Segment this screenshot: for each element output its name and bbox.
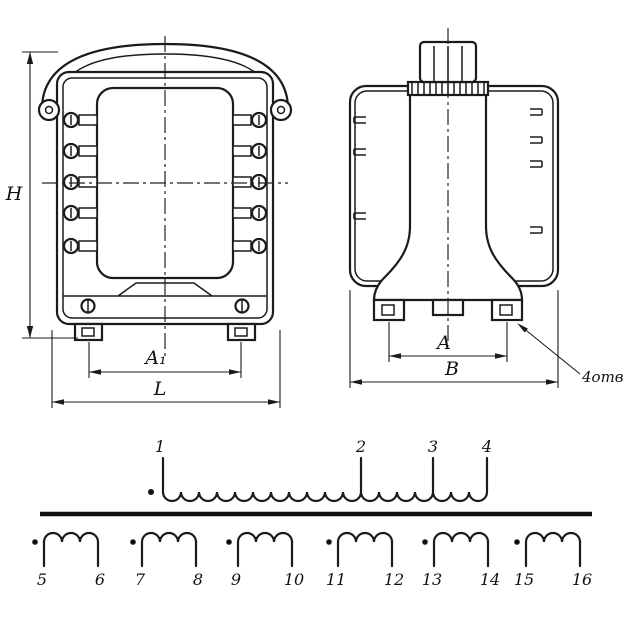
strap-lug-left	[37, 98, 61, 122]
secondary-winding-2: 7 8	[130, 531, 203, 589]
terminal-label-11: 11	[326, 570, 346, 589]
terminal-label-14: 14	[480, 570, 500, 589]
terminal-label-13: 13	[422, 570, 442, 589]
mounting-feet-front	[73, 322, 257, 342]
terminal-label-4: 4	[481, 437, 492, 456]
dim-label-l: L	[153, 378, 167, 400]
polarity-dot-primary	[148, 489, 154, 495]
holes-note: 4отв	[517, 323, 624, 386]
winding-schematic: 1 2 3 4 5 6 7 8 9 10 11	[32, 437, 592, 589]
terminal-label-7: 7	[135, 570, 146, 589]
terminal-screws-right	[232, 111, 268, 255]
terminal-label-2: 2	[355, 437, 366, 456]
secondary-winding-4: 11 12	[326, 531, 404, 589]
secondary-winding-6: 15 16	[514, 531, 592, 589]
secondary-winding-1: 5 6	[32, 531, 105, 589]
strap-lug-right	[269, 98, 293, 122]
secondary-winding-3: 9 10	[226, 531, 304, 589]
centerlines-front	[42, 36, 288, 358]
dimension-a1: A₁	[88, 342, 242, 378]
terminal-label-5: 5	[37, 570, 47, 589]
dimension-b: B	[349, 290, 559, 388]
terminal-label-6: 6	[95, 570, 105, 589]
dimension-a: A	[388, 322, 508, 362]
side-terminals-left	[353, 116, 366, 220]
terminal-label-3: 3	[428, 437, 438, 456]
side-view: A B 4отв	[348, 28, 624, 388]
holes-note-label: 4отв	[581, 368, 624, 386]
terminal-label-15: 15	[514, 570, 534, 589]
terminal-label-10: 10	[284, 570, 304, 589]
secondary-winding-5: 13 14	[422, 531, 500, 589]
dim-label-a: A	[435, 332, 451, 354]
corner-bolt-right	[234, 298, 250, 314]
dim-label-h: H	[5, 183, 23, 205]
dim-label-b: B	[444, 358, 459, 380]
terminal-label-1: 1	[155, 437, 165, 456]
terminal-screws-left	[62, 111, 98, 255]
corner-bolt-left	[80, 298, 96, 314]
dim-label-a1: A₁	[143, 347, 166, 369]
dimension-h: H	[5, 51, 78, 339]
terminal-label-16: 16	[572, 570, 592, 589]
terminal-label-12: 12	[384, 570, 404, 589]
primary-winding: 1 2 3 4	[148, 437, 492, 503]
dimension-l: L	[51, 330, 281, 408]
front-view: H A₁ L	[5, 36, 293, 408]
side-terminals-right	[530, 108, 543, 234]
terminal-label-8: 8	[193, 570, 203, 589]
terminal-label-9: 9	[231, 570, 241, 589]
